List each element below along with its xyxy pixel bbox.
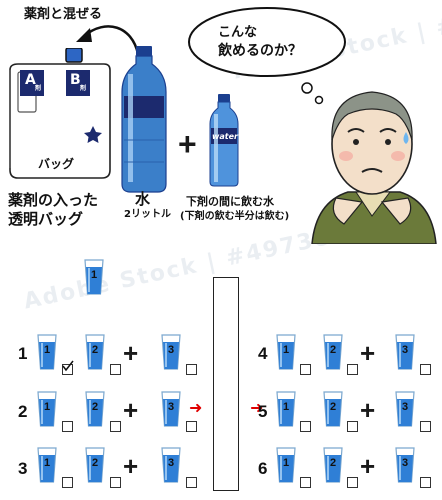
plus-sign: +: [123, 395, 139, 425]
cup-number: 2: [91, 457, 99, 469]
cup-number: 3: [401, 457, 409, 469]
cup-number: 1: [282, 344, 290, 356]
thought-text-line2: 飲めるのか？: [218, 43, 302, 59]
bag-b-label: B: [70, 72, 81, 88]
cup-row6-2: 2: [322, 446, 344, 484]
cup-number: 1: [43, 401, 51, 413]
cup-number: 1: [282, 457, 290, 469]
sample-cup-label: 1: [90, 269, 98, 281]
bag-a-label: A: [25, 72, 36, 88]
cup-row5-1: 1: [275, 390, 297, 428]
sample-cup: 1: [83, 258, 105, 296]
medicine-bag-icon: [9, 48, 111, 179]
plus-sign: +: [360, 338, 376, 368]
cup-row2-1: 1: [36, 390, 58, 428]
bag-b-sub: 剤: [80, 85, 87, 92]
checkbox-row3-3[interactable]: [186, 477, 197, 488]
cup-row1-3: 3: [160, 333, 182, 371]
plus-sign: +: [123, 338, 139, 368]
cup-number: 2: [329, 457, 337, 469]
checkbox-row5-2[interactable]: [347, 421, 358, 432]
checkbox-row3-1[interactable]: [62, 477, 73, 488]
cup-row1-1: 1: [36, 333, 58, 371]
plus-sign: +: [178, 126, 197, 162]
bag-caption-line1: 薬剤の入った: [8, 191, 99, 209]
checkbox-row3-2[interactable]: [110, 477, 121, 488]
cup-row4-2: 2: [322, 333, 344, 371]
check-mark-icon: [62, 360, 74, 372]
cup-row1-2: 2: [84, 333, 106, 371]
plus-sign: +: [360, 451, 376, 481]
bag-a-sub: 剤: [35, 85, 42, 92]
cup-row4-1: 1: [275, 333, 297, 371]
bag-text: バッグ: [38, 157, 75, 171]
water-bottle-icon: [121, 46, 167, 193]
cup-row4-3: 3: [394, 333, 416, 371]
checkbox-row6-3[interactable]: [420, 477, 431, 488]
water-sub-label: 2リットル: [124, 209, 171, 220]
small-water-bottle-icon: [209, 94, 239, 187]
cup-number: 3: [167, 344, 175, 356]
row-number: 2: [18, 402, 28, 421]
cup-row5-3: 3: [394, 390, 416, 428]
mix-arrow-icon: [76, 25, 140, 55]
worried-man-illustration: [311, 91, 437, 244]
small-bottle-text: water: [212, 132, 238, 141]
cup-number: 2: [91, 344, 99, 356]
arrow-to-row-5-icon: ➜: [189, 398, 203, 417]
thought-bubble: [188, 7, 346, 105]
cup-row3-2: 2: [84, 446, 106, 484]
cup-number: 2: [91, 401, 99, 413]
checkbox-row5-1[interactable]: [300, 421, 311, 432]
checkbox-row2-3[interactable]: [186, 421, 197, 432]
cup-number: 3: [401, 401, 409, 413]
cup-row2-3: 3: [160, 390, 182, 428]
thought-text-line1: こんな: [218, 25, 258, 40]
row-number: 6: [258, 459, 268, 478]
cup-row3-1: 1: [36, 446, 58, 484]
cup-row3-3: 3: [160, 446, 182, 484]
water-label: 水: [135, 190, 151, 208]
cup-number: 1: [43, 457, 51, 469]
cup-number: 1: [43, 344, 51, 356]
plus-sign: +: [123, 451, 139, 481]
plus-sign: +: [360, 395, 376, 425]
cup-number: 3: [167, 457, 175, 469]
small-bottle-caption-line2: (下剤の飲む半分は飲む): [180, 211, 290, 222]
cup-number: 3: [401, 344, 409, 356]
arrow-to-row-5-icon: ➜: [250, 398, 264, 417]
row-number: 1: [18, 344, 28, 363]
center-timer-bar: [213, 277, 239, 491]
checkbox-row5-3[interactable]: [420, 421, 431, 432]
checkbox-row4-2[interactable]: [347, 364, 358, 375]
cup-row6-1: 1: [275, 446, 297, 484]
checkbox-row1-1[interactable]: [62, 364, 73, 375]
small-bottle-caption-line1: 下剤の間に飲む水: [186, 195, 274, 208]
checkbox-row4-1[interactable]: [300, 364, 311, 375]
bag-caption-line2: 透明バッグ: [8, 210, 84, 228]
cup-row2-2: 2: [84, 390, 106, 428]
checkbox-row6-1[interactable]: [300, 477, 311, 488]
cup-row5-2: 2: [322, 390, 344, 428]
cup-row6-3: 3: [394, 446, 416, 484]
checkbox-row2-2[interactable]: [110, 421, 121, 432]
row-number: 4: [258, 344, 268, 363]
row-number: 3: [18, 459, 28, 478]
cup-number: 3: [167, 401, 175, 413]
checkbox-row1-3[interactable]: [186, 364, 197, 375]
mix-label: 薬剤と混ぜる: [24, 7, 103, 22]
checkbox-row6-2[interactable]: [347, 477, 358, 488]
cup-number: 1: [282, 401, 290, 413]
row-number: 5: [258, 402, 268, 421]
checkbox-row2-1[interactable]: [62, 421, 73, 432]
checkbox-row1-2[interactable]: [110, 364, 121, 375]
checkbox-row4-3[interactable]: [420, 364, 431, 375]
cup-number: 2: [329, 344, 337, 356]
cup-number: 2: [329, 401, 337, 413]
